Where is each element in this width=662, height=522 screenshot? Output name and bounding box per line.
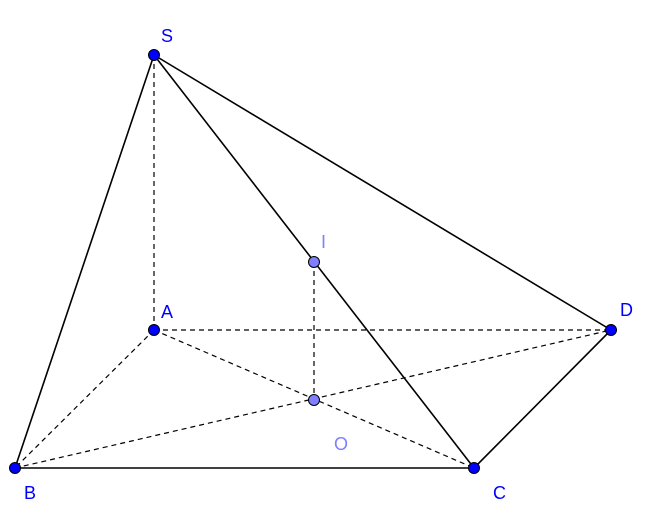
label-A: A [161,302,173,322]
edge-CD [473,329,612,469]
label-C: C [493,483,506,503]
vertices-group [9,49,617,474]
label-D: D [620,300,633,320]
point-I [308,256,320,268]
edge-BD [14,329,612,469]
point-D [605,324,617,336]
labels-group: S A B C D I O [24,26,633,503]
point-C [468,462,480,474]
label-B: B [24,483,36,503]
point-A [148,324,160,336]
edge-SB [14,54,155,469]
edge-AB [14,329,155,469]
point-S [148,49,160,61]
edge-SD [153,54,612,331]
point-B [9,462,21,474]
label-I: I [321,232,326,252]
label-O: O [334,434,348,454]
label-S: S [161,26,173,46]
point-O [308,394,320,406]
